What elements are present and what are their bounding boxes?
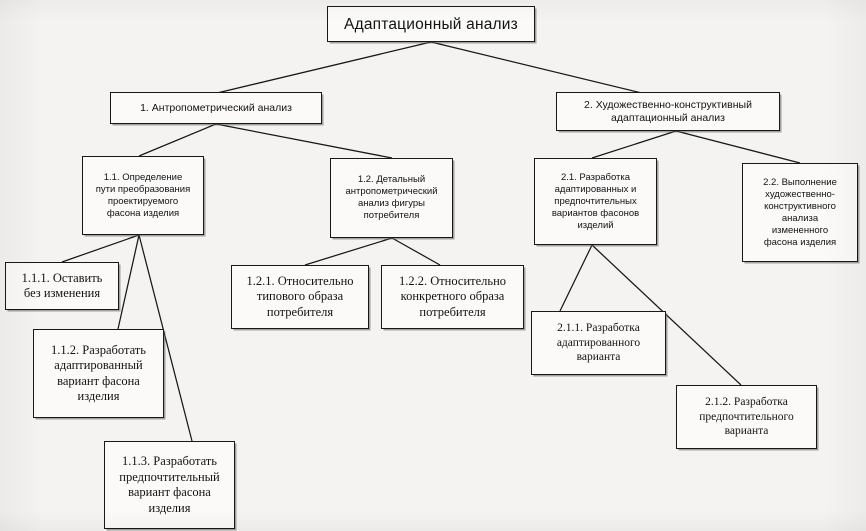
edge-12-122 <box>391 237 441 266</box>
edge-12-121 <box>304 237 393 266</box>
node-1-2-1-label: 1.2.1. Относительно типового образа потр… <box>246 273 354 319</box>
node-root[interactable]: Адаптационный анализ <box>327 6 535 42</box>
node-2-1-2[interactable]: 2.1.2. Разработка предпочтительного вари… <box>676 385 817 449</box>
node-1-1-1-label: 1.1.1. Оставить без изменения <box>21 270 103 301</box>
node-1-1-3[interactable]: 1.1.3. Разработать предпочтительный вари… <box>104 441 235 529</box>
node-1-1-1[interactable]: 1.1.1. Оставить без изменения <box>5 262 119 310</box>
node-1-2-2-label: 1.2.2. Относительно конкретного образа п… <box>398 273 507 319</box>
edge-root-1 <box>216 41 432 94</box>
edge-21-212 <box>591 244 742 386</box>
edge-21-211 <box>559 244 593 312</box>
node-1-2-label: 1.2. Детальный антропометрический анализ… <box>345 174 438 221</box>
node-1-2-2[interactable]: 1.2.2. Относительно конкретного образа п… <box>381 265 524 329</box>
node-1-1[interactable]: 1.1. Определение пути преобразования про… <box>82 156 204 235</box>
node-2-2-label: 2.2. Выполнение художественно- конструкт… <box>763 176 837 248</box>
node-1-2-1[interactable]: 1.2.1. Относительно типового образа потр… <box>231 265 369 329</box>
edge-11-111 <box>61 234 140 263</box>
edge-1-11 <box>138 123 217 157</box>
node-2-1-1-label: 2.1.1. Разработка адаптированного вариан… <box>556 322 641 364</box>
node-1-2[interactable]: 1.2. Детальный антропометрический анализ… <box>330 158 453 238</box>
edge-11-112 <box>117 234 140 330</box>
edge-root-2 <box>430 41 651 96</box>
node-2-2[interactable]: 2.2. Выполнение художественно- конструкт… <box>742 163 858 262</box>
edge-2-21 <box>591 130 677 159</box>
node-1-label: 1. Антропометрический анализ <box>140 101 292 114</box>
node-1-1-3-label: 1.1.3. Разработать предпочтительный вари… <box>119 454 220 515</box>
node-2-1-label: 2.1. Разработка адаптированных и предпоч… <box>551 171 640 231</box>
node-2-1-1[interactable]: 2.1.1. Разработка адаптированного вариан… <box>531 311 666 375</box>
edge-1-12 <box>215 123 393 159</box>
edge-2-22 <box>675 130 801 164</box>
node-2[interactable]: 2. Художественно-конструктивный адаптаци… <box>556 92 780 131</box>
node-1-1-2[interactable]: 1.1.2. Разработать адаптированный вариан… <box>33 329 164 418</box>
node-1-1-2-label: 1.1.2. Разработать адаптированный вариан… <box>51 342 146 404</box>
node-1[interactable]: 1. Антропометрический анализ <box>110 92 322 124</box>
node-1-1-label: 1.1. Определение пути преобразования про… <box>95 171 191 219</box>
node-root-label: Адаптационный анализ <box>344 15 518 33</box>
node-2-1[interactable]: 2.1. Разработка адаптированных и предпоч… <box>534 158 657 245</box>
node-2-label: 2. Художественно-конструктивный адаптаци… <box>584 98 752 124</box>
node-2-1-2-label: 2.1.2. Разработка предпочтительного вари… <box>699 396 794 438</box>
edge-11-113 <box>138 234 193 442</box>
